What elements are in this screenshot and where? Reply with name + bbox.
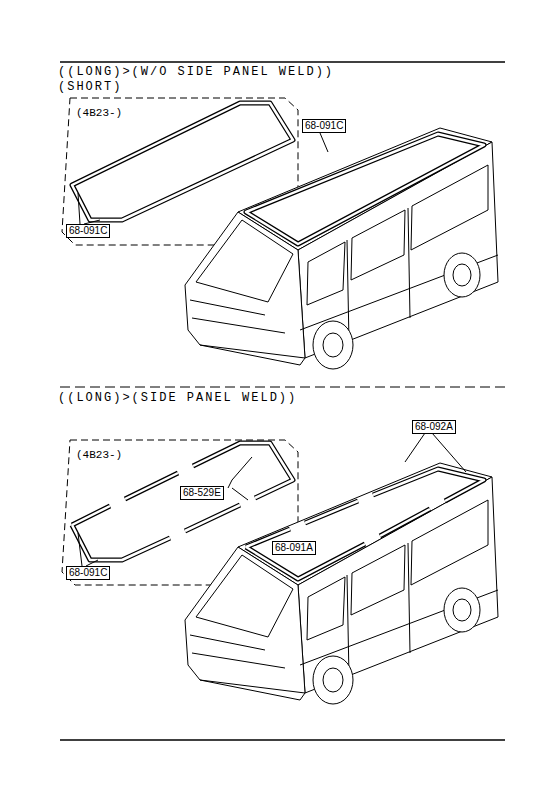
section-heading: ((LONG)>(W/O SIDE PANEL WELD)) [58, 66, 334, 78]
callout-number: 68-091C [66, 224, 110, 238]
callout-number: 68-091A [272, 541, 316, 555]
callout-number: 68-091C [302, 119, 346, 133]
serial-note: (4B23-) [76, 450, 122, 461]
serial-note: (4B23-) [76, 108, 122, 119]
callout-number: 68-092A [412, 420, 456, 434]
variant-note: (SHORT) [58, 81, 122, 93]
callout-number: 68-091C [66, 566, 110, 580]
section-heading: ((LONG)>(SIDE PANEL WELD)) [58, 392, 297, 404]
callout-number: 68-529E [180, 486, 224, 500]
